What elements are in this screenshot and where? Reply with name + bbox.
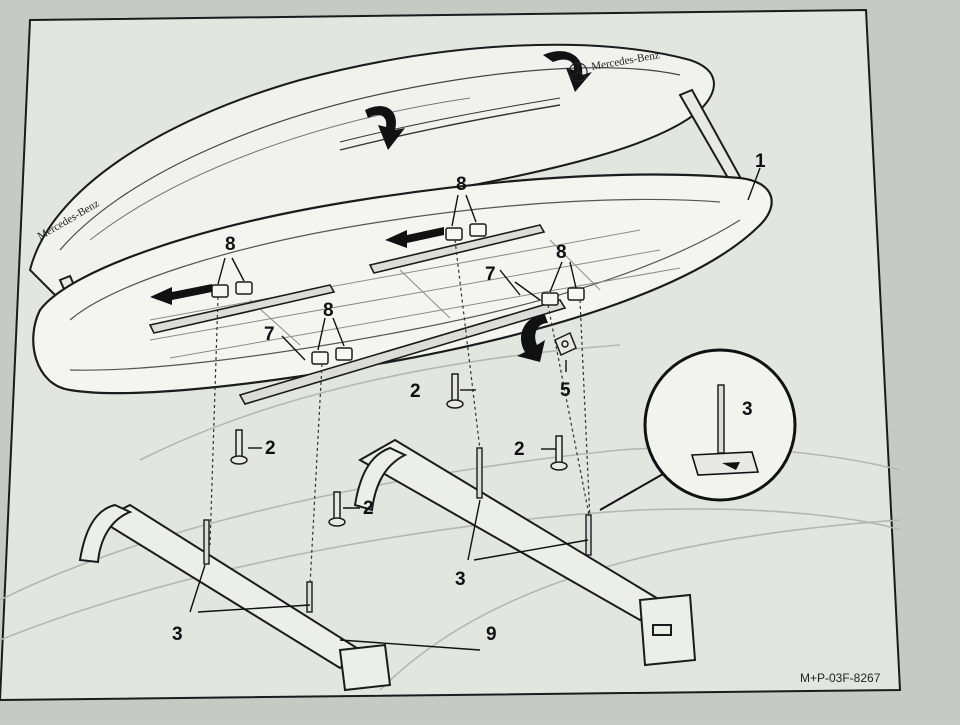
- callout-8-center: 8: [323, 300, 334, 321]
- screw: [230, 373, 568, 527]
- bolt-detail-callout: [599, 348, 797, 511]
- callout-3-right: 3: [455, 569, 466, 590]
- figure-code: M+P-03F-8267: [800, 671, 881, 685]
- callout-7-right: 7: [485, 264, 496, 285]
- lift-arrow: [365, 51, 592, 362]
- slide-arrow: [150, 227, 444, 305]
- callout-2-c: 2: [410, 381, 421, 402]
- callout-9: 9: [486, 624, 497, 645]
- mercedes-star-icon: [568, 62, 588, 82]
- callout-2-a: 2: [265, 438, 276, 459]
- callout-7-left: 7: [264, 324, 275, 345]
- roof-bar: [78, 438, 697, 692]
- leader-line: [189, 167, 761, 651]
- clamp: [211, 223, 585, 365]
- callout-8-left: 8: [225, 234, 236, 255]
- washer: [554, 331, 577, 357]
- callout-3-detail: 3: [742, 399, 753, 420]
- callout-1: 1: [755, 151, 766, 172]
- threaded-bolt: [203, 447, 592, 613]
- roofbox-base: [32, 173, 773, 395]
- callout-3-left: 3: [172, 624, 183, 645]
- callout-2-b: 2: [363, 498, 374, 519]
- callout-8-right: 8: [556, 242, 567, 263]
- callout-8-top: 8: [456, 174, 467, 195]
- callout-5: 5: [560, 380, 571, 401]
- callout-2-d: 2: [514, 439, 525, 460]
